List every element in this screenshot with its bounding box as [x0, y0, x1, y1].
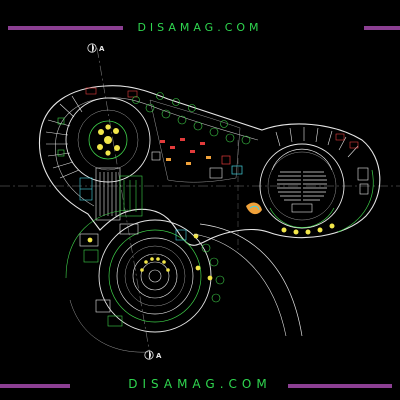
top-left-band: [8, 26, 123, 30]
tree-icon: [211, 293, 221, 303]
landscape-curve-left: [65, 209, 129, 279]
tree-icon: [201, 243, 211, 253]
section-label-top: A: [99, 45, 105, 53]
section-line-vertical: [96, 47, 151, 356]
section-marker-bottom: A: [144, 350, 162, 360]
left-stair-block: [79, 167, 143, 221]
top-right-band: [364, 26, 400, 30]
watermark-top: DISAMAG.COM: [137, 21, 263, 34]
left-wing-rooms: [45, 87, 138, 179]
bottom-left-band: [0, 384, 70, 388]
section-label-bottom: A: [156, 352, 162, 360]
tree-icon: [215, 275, 225, 285]
central-courtyard: [132, 92, 251, 183]
right-auditorium: [259, 143, 345, 229]
lower-trees: [201, 243, 225, 303]
feature-sculpture: [246, 202, 262, 215]
landscape-curve-inner: [193, 233, 287, 337]
auditorium-seating-icon: [277, 168, 327, 202]
landscape-curve-outer: [199, 223, 303, 337]
lower-left-rooms: [79, 223, 213, 327]
rotunda-center-seat: [104, 136, 112, 144]
right-wing-rooms: [275, 127, 369, 235]
tree-icon: [132, 92, 251, 145]
courtyard-furniture: [151, 138, 243, 179]
lower-rotunda-seating: [140, 257, 170, 272]
ramp-curve: [337, 169, 374, 233]
section-marker-top: A: [87, 43, 105, 53]
watermark-bottom: DISAMAG.COM: [128, 377, 272, 391]
section-cut-icon: [92, 44, 94, 52]
section-cut-icon: [149, 351, 151, 359]
landscape-curve-lower: [69, 299, 149, 353]
tree-icon: [209, 257, 219, 267]
bottom-right-band: [288, 384, 392, 388]
building-outer-wall: [38, 85, 381, 246]
